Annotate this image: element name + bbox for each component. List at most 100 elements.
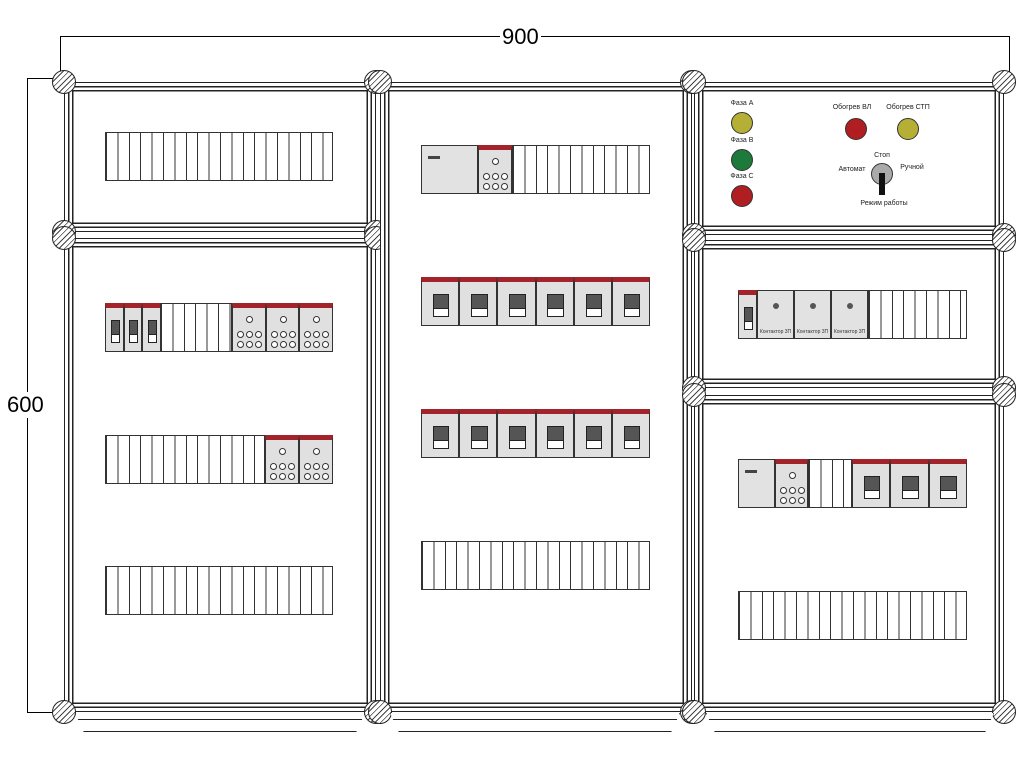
blank-cover — [808, 459, 852, 508]
terminal-screw-icon — [322, 331, 330, 338]
indicator-label-phase-c: Фаза C — [730, 173, 754, 180]
terminal-screw-icon — [492, 183, 499, 190]
circuit-breaker — [573, 409, 612, 458]
terminal-screw-icon — [288, 473, 295, 480]
terminal-screw-icon — [236, 341, 244, 348]
enclosure-box-6 — [694, 395, 1004, 712]
breaker-label — [509, 308, 526, 317]
terminal-screw-icon — [270, 463, 277, 470]
breaker-label — [585, 440, 603, 449]
terminal-screw-icon — [788, 487, 796, 494]
circuit-breaker — [573, 277, 612, 326]
width-dimension-tick-right — [1009, 36, 1010, 80]
blank-cover — [868, 290, 967, 339]
terminal-screw-icon — [279, 473, 286, 480]
circuit-breaker — [105, 303, 124, 352]
terminal-screw-icon — [797, 487, 805, 494]
indicator-label-heating-2: Обогрев СТП — [886, 104, 930, 111]
circuit-breaker — [421, 409, 460, 458]
breaker-label — [623, 308, 641, 317]
terminal-screw-icon — [788, 472, 796, 479]
contactor-indicator — [846, 303, 853, 309]
terminal-screw-icon — [236, 331, 244, 338]
breaker-label — [863, 490, 881, 499]
height-dimension-label: 600 — [5, 392, 46, 418]
circuit-breaker — [459, 409, 498, 458]
terminal-screw-icon — [483, 183, 490, 190]
terminal-screw-icon — [313, 473, 320, 480]
circuit-breaker — [142, 303, 161, 352]
terminal-screw-icon — [270, 341, 278, 348]
terminal-screw-icon — [779, 497, 787, 504]
contactor-label: Контактор 3П — [796, 329, 829, 335]
terminal-screw-icon — [492, 173, 499, 180]
terminal-screw-icon — [245, 331, 253, 338]
indicator-label-heating-1: Обогрев ВЛ — [832, 104, 872, 111]
terminal-screw-icon — [322, 473, 329, 480]
terminal-screw-icon — [313, 463, 320, 470]
terminal-screw-icon — [501, 183, 508, 190]
circuit-breaker — [928, 459, 967, 508]
switch-label-stop: Стоп — [874, 152, 890, 159]
terminal-screw-icon — [492, 158, 499, 165]
switch-label-auto: Автомат — [838, 166, 866, 173]
blank-cover — [738, 591, 967, 640]
breaker-label — [547, 440, 564, 449]
breaker-label — [432, 440, 450, 449]
contactor-indicator — [809, 303, 816, 309]
screw-icon — [992, 228, 1016, 252]
terminal-screw-icon — [304, 331, 312, 338]
terminal-screw-icon — [288, 341, 296, 348]
terminal-screw-icon — [322, 341, 330, 348]
blank-cover — [512, 145, 650, 194]
terminal-screw-icon — [313, 448, 320, 455]
terminal-screw-icon — [254, 341, 262, 348]
circuit-breaker — [535, 277, 574, 326]
screw-icon — [992, 70, 1016, 94]
screw-icon — [368, 70, 392, 94]
cabinet-plinth — [75, 713, 365, 732]
screw-icon — [368, 700, 392, 724]
cabinet-plinth — [706, 713, 994, 732]
screw-icon — [992, 383, 1016, 407]
terminal-screw-icon — [288, 463, 295, 470]
terminal-screw-icon — [279, 341, 287, 348]
mode-selector-handle — [879, 173, 885, 195]
circuit-breaker — [738, 290, 757, 339]
breaker-label — [110, 334, 120, 343]
terminal-screw-icon — [279, 463, 286, 470]
terminal-screw-icon — [279, 331, 287, 338]
circuit-breaker — [459, 277, 498, 326]
switch-label-mode: Режим работы — [860, 200, 908, 207]
contactor-module: Контактор 3П — [794, 290, 831, 339]
blank-cover — [160, 303, 232, 352]
indicator-lamp-heating-2 — [897, 118, 919, 140]
blank-cover — [105, 435, 265, 484]
breaker-label — [471, 440, 488, 449]
terminal-screw-icon — [279, 316, 287, 323]
terminal-screw-icon — [270, 473, 277, 480]
terminal-module — [265, 303, 300, 352]
terminal-screw-icon — [313, 341, 321, 348]
height-dimension-tick-top — [27, 78, 67, 79]
meter-indicator — [428, 156, 440, 159]
circuit-breaker — [123, 303, 142, 352]
screw-icon — [682, 700, 706, 724]
terminal-screw-icon — [313, 316, 321, 323]
terminal-screw-icon — [288, 331, 296, 338]
breaker-label — [940, 490, 957, 499]
indicator-lamp-phase-c — [731, 185, 753, 207]
screw-icon — [52, 226, 76, 250]
indicator-lamp-heating-1 — [845, 118, 867, 140]
circuit-breaker — [497, 409, 536, 458]
circuit-breaker — [852, 459, 891, 508]
meter-module — [738, 459, 775, 508]
terminal-screw-icon — [322, 463, 329, 470]
circuit-breaker — [421, 277, 460, 326]
terminal-screw-icon — [254, 331, 262, 338]
terminal-screw-icon — [797, 497, 805, 504]
breaker-label — [585, 308, 603, 317]
terminal-screw-icon — [270, 331, 278, 338]
terminal-screw-icon — [279, 448, 286, 455]
indicator-label-phase-b: Фаза B — [730, 137, 754, 144]
